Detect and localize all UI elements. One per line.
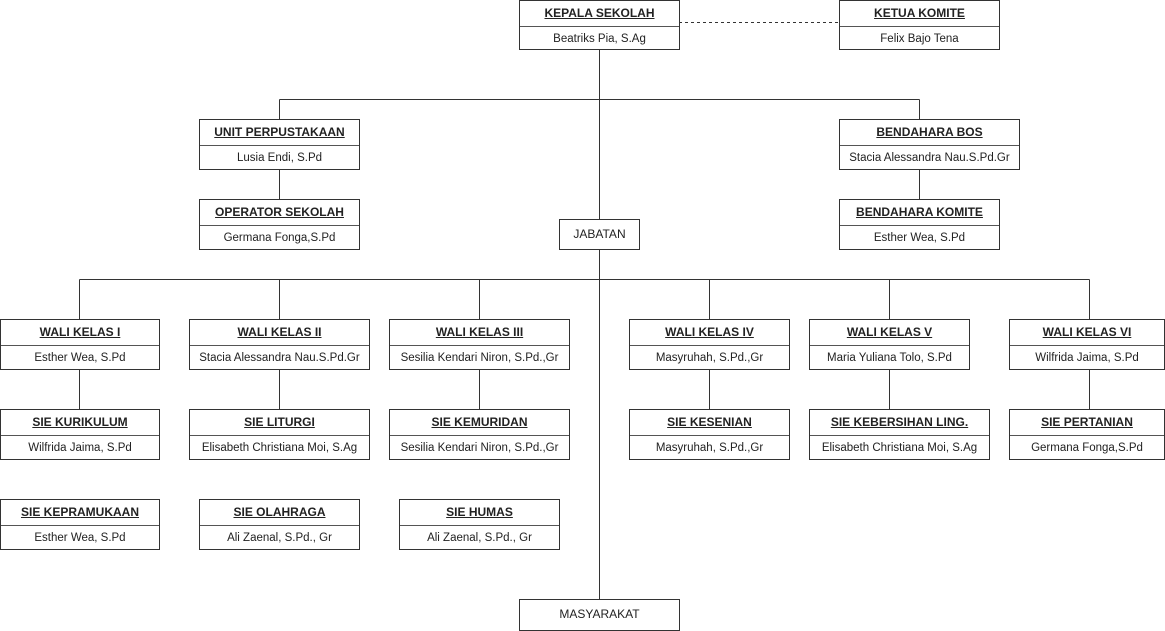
sie-name: Wilfrida Jaima, S.Pd	[28, 442, 132, 454]
unit-perpustakaan-name: Lusia Endi, S.Pd	[236, 152, 323, 164]
sie-kesenian-box: SIE KESENIAN Masyruhah, S.Pd.,Gr	[629, 409, 790, 460]
sie-title: SIE KURIKULUM	[1, 410, 159, 436]
sie-name: Elisabeth Christiana Moi, S.Ag	[821, 442, 978, 454]
bendahara-komite-box: BENDAHARA KOMITE Esther Wea, S.Pd	[839, 199, 1000, 250]
unit-perpustakaan-title: UNIT PERPUSTAKAAN	[200, 120, 359, 146]
wali-kelas-name: Stacia Alessandra Nau.S.Pd.Gr	[199, 352, 360, 364]
wali-kelas-name: Esther Wea, S.Pd	[34, 352, 126, 364]
sie-title: SIE KEPRAMUKAAN	[1, 500, 159, 526]
wali-kelas-name: Wilfrida Jaima, S.Pd	[1035, 352, 1139, 364]
sie-name: Ali Zaenal, S.Pd., Gr	[427, 532, 532, 544]
bendahara-komite-name: Esther Wea, S.Pd	[873, 232, 966, 244]
sie-name: Masyruhah, S.Pd.,Gr	[655, 442, 764, 454]
unit-perpustakaan-box: UNIT PERPUSTAKAAN Lusia Endi, S.Pd	[199, 119, 360, 170]
sie-title: SIE LITURGI	[190, 410, 369, 436]
wali-kelas-4-box: WALI KELAS IV Masyruhah, S.Pd.,Gr	[629, 319, 790, 370]
kepala-sekolah-box: KEPALA SEKOLAH Beatriks Pia, S.Ag	[519, 0, 680, 50]
wali-kelas-name: Sesilia Kendari Niron, S.Pd.,Gr	[400, 352, 559, 364]
wali-kelas-title: WALI KELAS IV	[630, 320, 789, 346]
wali-kelas-3-box: WALI KELAS III Sesilia Kendari Niron, S.…	[389, 319, 570, 370]
ketua-komite-box: KETUA KOMITE Felix Bajo Tena	[839, 0, 1000, 50]
sie-pertanian-box: SIE PERTANIAN Germana Fonga,S.Pd	[1009, 409, 1165, 460]
operator-sekolah-box: OPERATOR SEKOLAH Germana Fonga,S.Pd	[199, 199, 360, 250]
sie-title: SIE HUMAS	[400, 500, 559, 526]
wali-kelas-1-box: WALI KELAS I Esther Wea, S.Pd	[0, 319, 160, 370]
wali-kelas-5-box: WALI KELAS V Maria Yuliana Tolo, S.Pd	[809, 319, 970, 370]
sie-title: SIE KESENIAN	[630, 410, 789, 436]
sie-liturgi-box: SIE LITURGI Elisabeth Christiana Moi, S.…	[189, 409, 370, 460]
sie-kebersihan-box: SIE KEBERSIHAN LING. Elisabeth Christian…	[809, 409, 990, 460]
operator-sekolah-title: OPERATOR SEKOLAH	[200, 200, 359, 226]
wali-kelas-title: WALI KELAS VI	[1010, 320, 1164, 346]
wali-kelas-title: WALI KELAS II	[190, 320, 369, 346]
ketua-komite-name: Felix Bajo Tena	[880, 33, 959, 45]
wali-kelas-title: WALI KELAS I	[1, 320, 159, 346]
bendahara-bos-title: BENDAHARA BOS	[840, 120, 1019, 146]
bendahara-bos-box: BENDAHARA BOS Stacia Alessandra Nau.S.Pd…	[839, 119, 1020, 170]
sie-name: Germana Fonga,S.Pd	[1031, 442, 1143, 454]
sie-title: SIE KEBERSIHAN LING.	[810, 410, 989, 436]
wali-kelas-name: Maria Yuliana Tolo, S.Pd	[827, 352, 952, 364]
sie-title: SIE OLAHRAGA	[200, 500, 359, 526]
sie-name: Sesilia Kendari Niron, S.Pd.,Gr	[400, 442, 559, 454]
masyarakat-box: MASYARAKAT	[519, 599, 680, 631]
wali-kelas-2-box: WALI KELAS II Stacia Alessandra Nau.S.Pd…	[189, 319, 370, 370]
jabatan-box: JABATAN	[559, 219, 640, 250]
kepala-sekolah-name: Beatriks Pia, S.Ag	[553, 33, 646, 45]
sie-humas-box: SIE HUMAS Ali Zaenal, S.Pd., Gr	[399, 499, 560, 550]
sie-name: Ali Zaenal, S.Pd., Gr	[227, 532, 332, 544]
sie-kepramukaan-box: SIE KEPRAMUKAAN Esther Wea, S.Pd	[0, 499, 160, 550]
kepala-sekolah-title: KEPALA SEKOLAH	[520, 1, 679, 27]
sie-title: SIE PERTANIAN	[1010, 410, 1164, 436]
wali-kelas-6-box: WALI KELAS VI Wilfrida Jaima, S.Pd	[1009, 319, 1165, 370]
ketua-komite-title: KETUA KOMITE	[840, 1, 999, 27]
sie-title: SIE KEMURIDAN	[390, 410, 569, 436]
operator-sekolah-name: Germana Fonga,S.Pd	[223, 232, 336, 244]
sie-olahraga-box: SIE OLAHRAGA Ali Zaenal, S.Pd., Gr	[199, 499, 360, 550]
wali-kelas-title: WALI KELAS III	[390, 320, 569, 346]
wali-kelas-title: WALI KELAS V	[810, 320, 969, 346]
sie-name: Elisabeth Christiana Moi, S.Ag	[201, 442, 358, 454]
bendahara-bos-name: Stacia Alessandra Nau.S.Pd.Gr	[849, 152, 1010, 164]
bendahara-komite-title: BENDAHARA KOMITE	[840, 200, 999, 226]
sie-kurikulum-box: SIE KURIKULUM Wilfrida Jaima, S.Pd	[0, 409, 160, 460]
wali-kelas-name: Masyruhah, S.Pd.,Gr	[655, 352, 764, 364]
sie-kemuridan-box: SIE KEMURIDAN Sesilia Kendari Niron, S.P…	[389, 409, 570, 460]
sie-name: Esther Wea, S.Pd	[34, 532, 126, 544]
